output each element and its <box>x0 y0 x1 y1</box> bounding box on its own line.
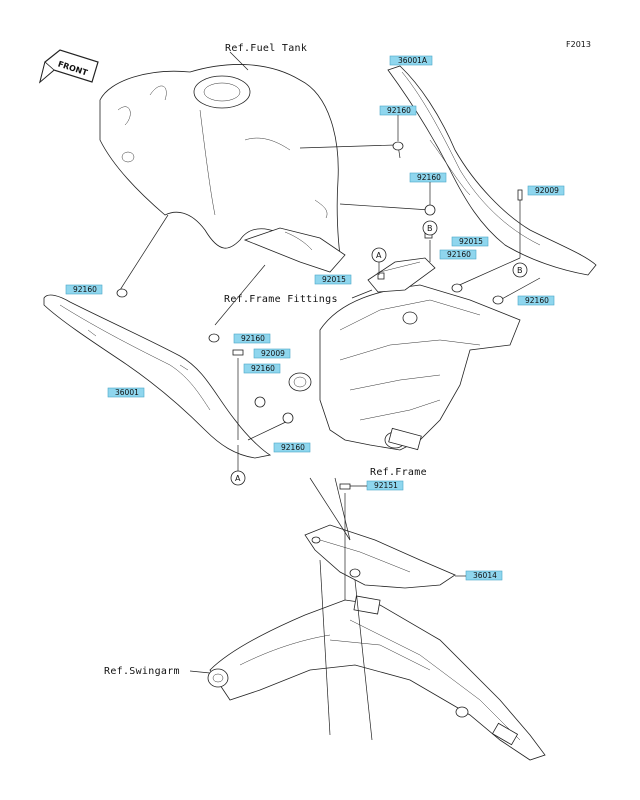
ref-frame-fittings: Ref.Frame Fittings <box>224 294 338 305</box>
svg-text:92015: 92015 <box>322 275 346 284</box>
callout-a-left: A <box>230 445 246 486</box>
part-tag-92009-right: 92009 <box>527 185 565 196</box>
front-arrow-icon: FRONT <box>38 49 99 84</box>
part-tag-92160-bottom: 92160 <box>273 442 311 453</box>
svg-text:36014: 36014 <box>473 571 497 580</box>
figure-id: F2013 <box>566 40 591 49</box>
part-tag-92015: 92015 <box>451 236 489 247</box>
svg-text:92160: 92160 <box>241 334 265 343</box>
svg-text:92015: 92015 <box>459 237 483 246</box>
swingarm <box>207 595 546 761</box>
part-tag-36001: 36001 <box>107 387 145 398</box>
svg-text:36001A: 36001A <box>398 56 428 65</box>
part-tag-92160-center2: 92160 <box>243 363 281 374</box>
fuel-tank <box>99 64 346 273</box>
svg-text:B: B <box>427 224 433 233</box>
part-tag-92009-center: 92009 <box>253 348 291 359</box>
callout-b-right: B <box>512 262 528 278</box>
svg-text:92160: 92160 <box>525 296 549 305</box>
part-tag-92160-left: 92160 <box>65 284 103 295</box>
svg-text:92009: 92009 <box>261 349 285 358</box>
ref-frame: Ref.Frame <box>370 467 427 478</box>
part-tag-92160-top: 92160 <box>379 105 417 141</box>
svg-text:92160: 92160 <box>447 250 471 259</box>
callout-a-top: A <box>371 247 387 275</box>
svg-text:92160: 92160 <box>417 173 441 182</box>
svg-text:92160: 92160 <box>251 364 275 373</box>
part-tag-92015-b: 92015 <box>314 274 352 285</box>
svg-text:A: A <box>376 251 382 260</box>
svg-text:36001: 36001 <box>115 388 139 397</box>
svg-text:A: A <box>235 474 241 483</box>
callout-b-top: B <box>422 220 438 236</box>
svg-text:92160: 92160 <box>281 443 305 452</box>
svg-text:92160: 92160 <box>387 106 411 115</box>
svg-text:92151: 92151 <box>374 481 398 490</box>
part-tag-92160-right-mid: 92160 <box>439 249 477 260</box>
part-tag-36001A: 36001A <box>389 55 433 66</box>
svg-text:92009: 92009 <box>535 186 559 195</box>
svg-text:92160: 92160 <box>73 285 97 294</box>
right-side-cover <box>387 65 597 276</box>
leader-lines <box>119 144 541 741</box>
part-tag-36014: 36014 <box>455 570 503 581</box>
frame <box>288 257 521 451</box>
part-tag-92160-right-upper: 92160 <box>409 172 447 205</box>
ref-swingarm: Ref.Swingarm <box>104 666 180 677</box>
part-tag-92160-center: 92160 <box>233 333 271 344</box>
chain-cover <box>304 524 456 589</box>
ref-fuel-tank: Ref.Fuel Tank <box>225 43 307 54</box>
svg-text:B: B <box>517 266 523 275</box>
left-side-cover <box>43 294 272 459</box>
part-tag-92151: 92151 <box>350 480 404 491</box>
part-tag-92160-right-low: 92160 <box>517 295 555 306</box>
